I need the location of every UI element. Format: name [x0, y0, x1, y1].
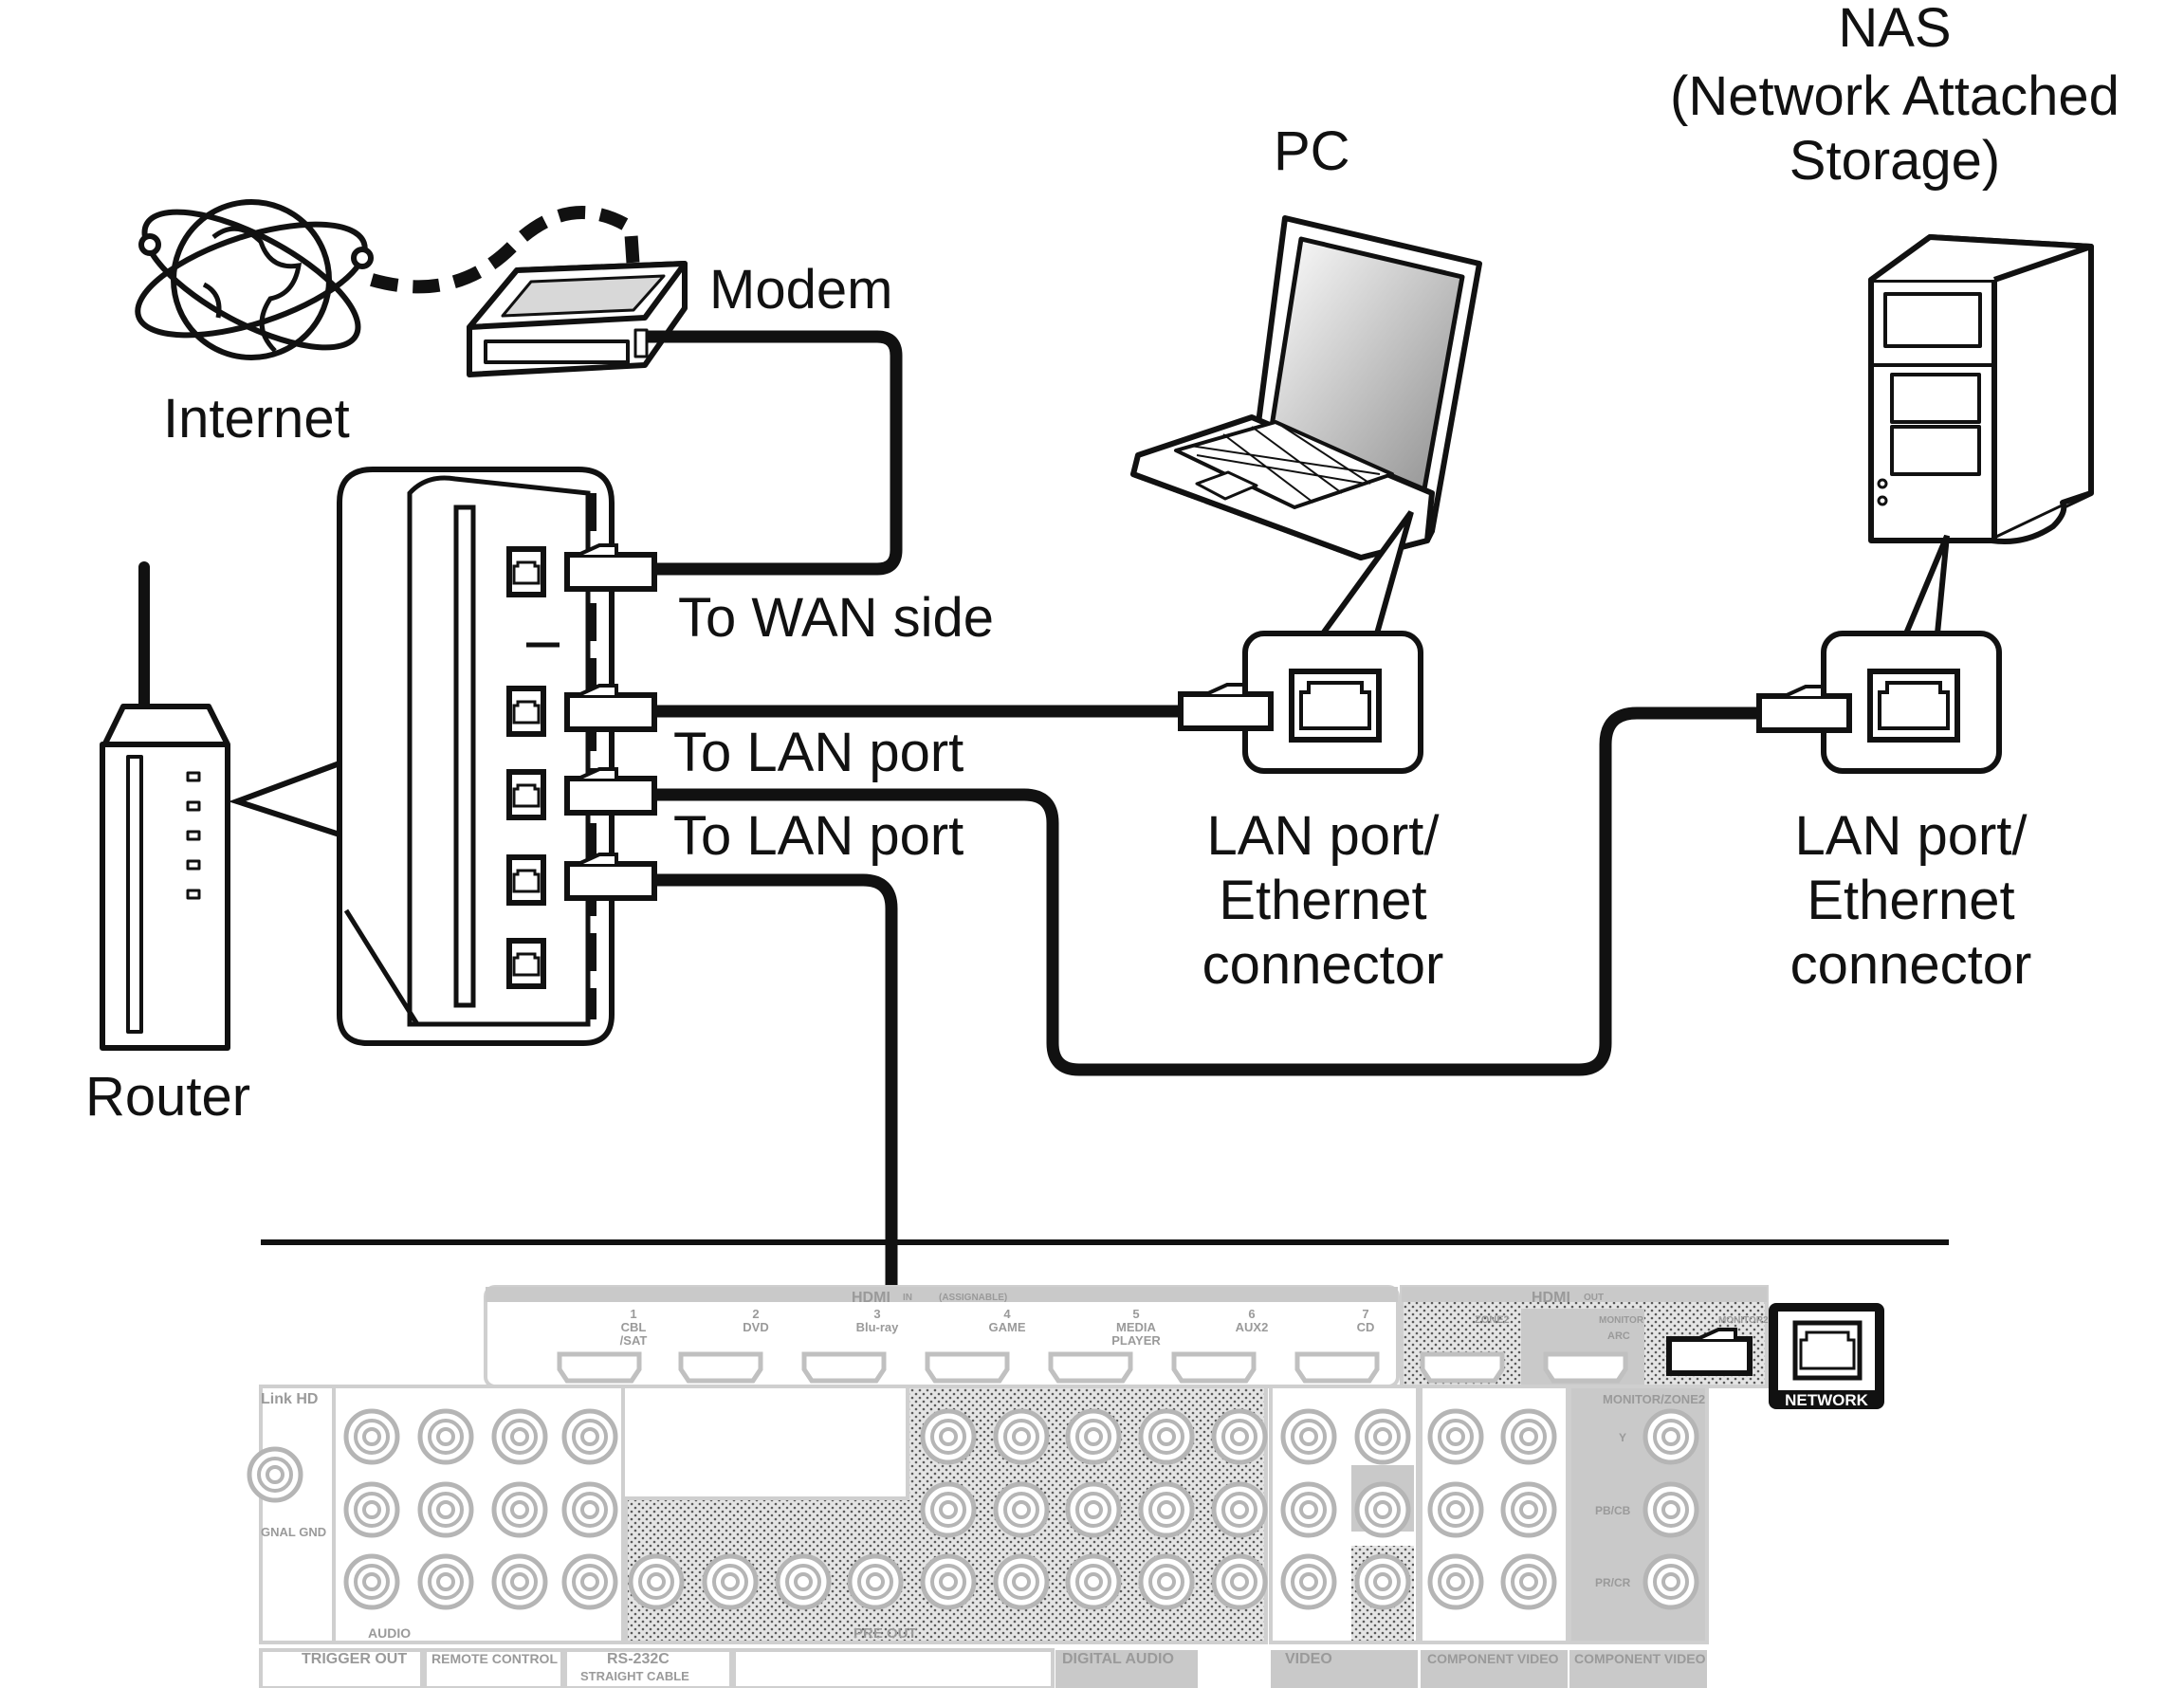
pc-laptop-icon [1130, 215, 1482, 560]
svg-text:(ASSIGNABLE): (ASSIGNABLE) [939, 1293, 1007, 1303]
nas-cable [654, 706, 1759, 1076]
pc-label: PC [1274, 120, 1350, 182]
hdmi-input-label: 7 [1362, 1307, 1368, 1321]
nas-port-label-line2: Ethernet [1807, 870, 2015, 931]
nas-port-label: LAN port/ Ethernet connector [1712, 804, 2110, 998]
svg-text:PRE OUT: PRE OUT [853, 1625, 917, 1642]
svg-text:COMPONENT VIDEO: COMPONENT VIDEO [1574, 1651, 1706, 1666]
hdmi-input-label: MEDIA [1116, 1320, 1157, 1334]
nas-plug [1756, 685, 1852, 733]
svg-text:AUDIO: AUDIO [368, 1625, 411, 1641]
nas-ethernet-port-icon [1867, 669, 1960, 743]
router-plugs [564, 543, 657, 901]
internet-modem-link [370, 206, 640, 294]
nas-label: NAS (Network Attached Storage) [1648, 0, 2141, 193]
hdmi-input-label: 3 [873, 1307, 880, 1321]
svg-text:OUT: OUT [1584, 1293, 1604, 1303]
modem-icon [467, 261, 688, 377]
hdmi-input-label: CBL [621, 1320, 647, 1334]
svg-text:ARC: ARC [1607, 1330, 1630, 1342]
svg-text:STRAIGHT CABLE: STRAIGHT CABLE [580, 1669, 689, 1683]
svg-text:DIGITAL AUDIO: DIGITAL AUDIO [1062, 1651, 1174, 1667]
svg-text:RS-232C: RS-232C [607, 1651, 670, 1667]
svg-text:Link HD: Link HD [261, 1391, 318, 1407]
hdmi-input-label: PLAYER [1111, 1333, 1161, 1348]
svg-text:MONITOR/ZONE2: MONITOR/ZONE2 [1603, 1392, 1705, 1406]
svg-text:VIDEO: VIDEO [1285, 1651, 1332, 1667]
router-lan-port-4 [509, 941, 543, 986]
router-lan-port-2 [509, 772, 543, 817]
hdmi-input-label: 5 [1132, 1307, 1139, 1321]
hdmi-input-label: 1 [630, 1307, 636, 1321]
nas-label-line2: (Network Attached [1670, 65, 2120, 127]
pc-port-callout [1320, 510, 1414, 635]
svg-text:GNAL GND: GNAL GND [261, 1525, 326, 1539]
nas-tower-icon [1868, 234, 2094, 544]
hdmi-input-label: AUX2 [1236, 1320, 1269, 1334]
router-wan-port [509, 549, 543, 595]
pc-port-label-line3: connector [1202, 934, 1444, 996]
receiver-plug [1666, 1328, 1753, 1376]
hdmi-input-label: /SAT [620, 1333, 648, 1348]
nas-label-line3: Storage) [1789, 130, 2001, 192]
to-wan-label: To WAN side [678, 587, 995, 649]
hdmi-input-label: 2 [752, 1307, 759, 1321]
router-lan-port-1 [509, 688, 543, 734]
receiver-rear-panel: HDMI IN (ASSIGNABLE) HDMI OUT ZONE2 MONI… [249, 1285, 1769, 1688]
router-callout [228, 761, 341, 837]
svg-text:PR/CR: PR/CR [1595, 1576, 1631, 1589]
svg-text:HDMI: HDMI [1532, 1290, 1570, 1306]
svg-text:MONITOR2: MONITOR2 [1718, 1315, 1769, 1326]
hdmi-input-label: Blu-ray [856, 1320, 900, 1334]
svg-text:HDMI: HDMI [852, 1290, 890, 1306]
svg-text:TRIGGER OUT: TRIGGER OUT [302, 1651, 407, 1667]
pc-port-label-line1: LAN port/ [1206, 805, 1440, 867]
nas-label-line1: NAS [1838, 0, 1952, 59]
svg-text:Y: Y [1619, 1431, 1626, 1444]
nas-port-label-line3: connector [1789, 934, 2032, 996]
modem-label: Modem [709, 259, 893, 321]
router-lan-port-3 [509, 857, 543, 903]
internet-globe-icon [135, 199, 374, 360]
svg-text:ZONE2: ZONE2 [1475, 1314, 1510, 1326]
hdmi-input-label: 6 [1248, 1307, 1255, 1321]
router-icon [100, 561, 230, 1051]
svg-text:REMOTE CONTROL: REMOTE CONTROL [431, 1651, 558, 1666]
pc-ethernet-port-icon [1289, 669, 1382, 743]
to-lan-label-1: To LAN port [673, 722, 964, 783]
pc-plug [1178, 683, 1274, 731]
to-lan-label-2: To LAN port [673, 805, 964, 867]
network-port-label: NETWORK [1785, 1391, 1869, 1409]
hdmi-input-label: DVD [743, 1320, 768, 1334]
hdmi-input-label: 4 [1003, 1307, 1011, 1321]
nas-port-label-line1: LAN port/ [1794, 805, 2028, 867]
receiver-network-port: NETWORK [1769, 1303, 1884, 1409]
router-label: Router [85, 1066, 251, 1128]
internet-label: Internet [163, 388, 350, 450]
hdmi-input-label: CD [1357, 1320, 1375, 1334]
nas-port-callout [1903, 534, 1950, 635]
svg-text:IN: IN [903, 1293, 912, 1303]
hdmi-input-label: GAME [989, 1320, 1026, 1334]
svg-text:MONITOR: MONITOR [1599, 1315, 1644, 1326]
pc-port-label-line2: Ethernet [1219, 870, 1427, 931]
wan-cable [647, 330, 903, 576]
svg-text:PB/CB: PB/CB [1595, 1504, 1631, 1517]
svg-text:COMPONENT VIDEO: COMPONENT VIDEO [1427, 1651, 1559, 1666]
pc-port-label: LAN port/ Ethernet connector [1124, 804, 1522, 998]
